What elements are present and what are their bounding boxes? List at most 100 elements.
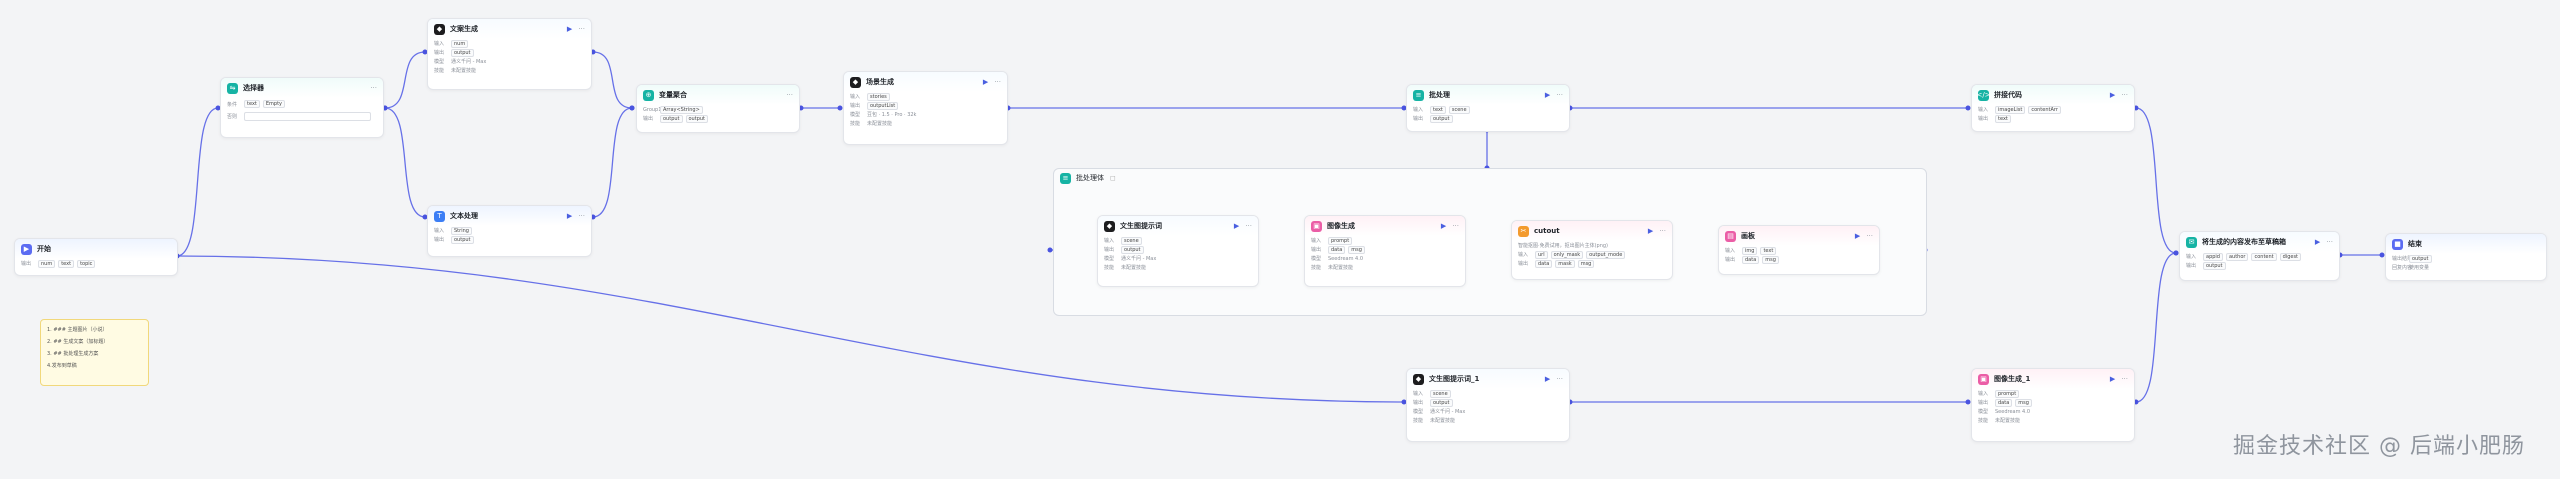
- run-icon[interactable]: ▶: [1647, 227, 1654, 235]
- llm-icon: ◆: [1413, 373, 1424, 385]
- port: [2379, 252, 2385, 258]
- port: [422, 214, 428, 220]
- edge: [2135, 252, 2177, 403]
- start-icon: ▶: [21, 243, 32, 255]
- merge-icon: ⊕: [643, 89, 654, 101]
- edge: [592, 107, 633, 218]
- run-icon[interactable]: ▶: [566, 25, 573, 33]
- more-icon[interactable]: ···: [2121, 375, 2128, 383]
- node-title: 画板: [1741, 232, 1755, 240]
- group-title: 批处理体: [1076, 174, 1104, 182]
- port: [1047, 247, 1053, 253]
- node-title: 结束: [2408, 240, 2422, 248]
- node-title: 将生成的内容发布至草稿箱: [2202, 238, 2286, 246]
- llm-icon: ◆: [850, 76, 861, 88]
- image-icon: ▣: [1311, 220, 1322, 232]
- canvas-icon: ▤: [1725, 230, 1736, 242]
- edge: [176, 107, 219, 257]
- more-icon[interactable]: ···: [1659, 227, 1666, 235]
- node-title: 图像生成_1: [1994, 375, 2031, 383]
- plugin-icon: ✉: [2186, 236, 2197, 248]
- node-title: 文本处理: [450, 212, 478, 220]
- run-icon[interactable]: ▶: [2109, 375, 2116, 383]
- node-title: cutout: [1534, 227, 1560, 235]
- llm-icon: ◆: [434, 23, 445, 35]
- run-icon[interactable]: ▶: [1544, 375, 1551, 383]
- more-icon[interactable]: ···: [1452, 222, 1459, 230]
- more-icon[interactable]: ···: [2121, 91, 2128, 99]
- run-icon[interactable]: ▶: [2314, 238, 2321, 246]
- text-icon: T: [434, 210, 445, 222]
- code-icon: </>: [1976, 89, 1991, 101]
- more-icon[interactable]: ···: [1556, 375, 1563, 383]
- batch-icon: ≡: [1413, 89, 1424, 101]
- more-icon[interactable]: ···: [786, 91, 793, 99]
- node-title: 拼接代码: [1994, 91, 2022, 99]
- plugin-icon: ✂: [1518, 225, 1529, 237]
- image-icon: ▣: [1978, 373, 1989, 385]
- run-icon[interactable]: ▶: [1440, 222, 1447, 230]
- else-input[interactable]: [244, 111, 371, 121]
- node-title: 选择器: [243, 84, 264, 92]
- run-icon[interactable]: ▶: [1544, 91, 1551, 99]
- more-icon[interactable]: ···: [2326, 238, 2333, 246]
- watermark: 掘金技术社区 @ 后端小肥肠: [2233, 434, 2525, 459]
- run-icon[interactable]: ▶: [1854, 232, 1861, 240]
- run-icon[interactable]: ▶: [2109, 91, 2116, 99]
- llm-icon: ◆: [1104, 220, 1115, 232]
- port: [629, 105, 635, 111]
- port: [422, 49, 428, 55]
- sticky-note[interactable]: 1. ### 主题图片（小说） 2. ## 生成文案（加标题） 3. ## 批处…: [40, 319, 149, 386]
- node-title: 开始: [37, 245, 51, 253]
- more-icon[interactable]: ···: [578, 212, 585, 220]
- node-title: 图像生成: [1327, 222, 1355, 230]
- node-title: 文案生成: [450, 25, 478, 33]
- more-icon[interactable]: ···: [370, 84, 377, 92]
- run-icon[interactable]: ▶: [1233, 222, 1240, 230]
- edge: [384, 51, 426, 109]
- node-title: 文生图提示词_1: [1429, 375, 1480, 383]
- node-title: 批处理: [1429, 91, 1450, 99]
- edge: [592, 51, 633, 109]
- port: [1401, 105, 1407, 111]
- node-title: 文生图提示词: [1120, 222, 1162, 230]
- more-icon[interactable]: ···: [1556, 91, 1563, 99]
- edge: [176, 255, 1405, 403]
- node-title: 场景生成: [866, 78, 894, 86]
- node-title: 变量聚合: [659, 91, 687, 99]
- collapse-icon[interactable]: ◻: [1110, 174, 1116, 182]
- more-icon[interactable]: ···: [578, 25, 585, 33]
- more-icon[interactable]: ···: [1245, 222, 1252, 230]
- port: [837, 105, 843, 111]
- more-icon[interactable]: ···: [1866, 232, 1873, 240]
- run-icon[interactable]: ▶: [566, 212, 573, 220]
- edge: [384, 107, 426, 218]
- more-icon[interactable]: ···: [994, 78, 1001, 86]
- port: [1401, 399, 1407, 405]
- run-icon[interactable]: ▶: [982, 78, 989, 86]
- port: [2173, 250, 2179, 256]
- selector-icon: ⇋: [227, 82, 238, 94]
- port: [215, 105, 221, 111]
- port: [1965, 105, 1971, 111]
- stop-icon: ■: [2392, 238, 2403, 250]
- batch-icon: ≡: [1060, 172, 1071, 184]
- port: [1965, 399, 1971, 405]
- edge: [2135, 107, 2177, 254]
